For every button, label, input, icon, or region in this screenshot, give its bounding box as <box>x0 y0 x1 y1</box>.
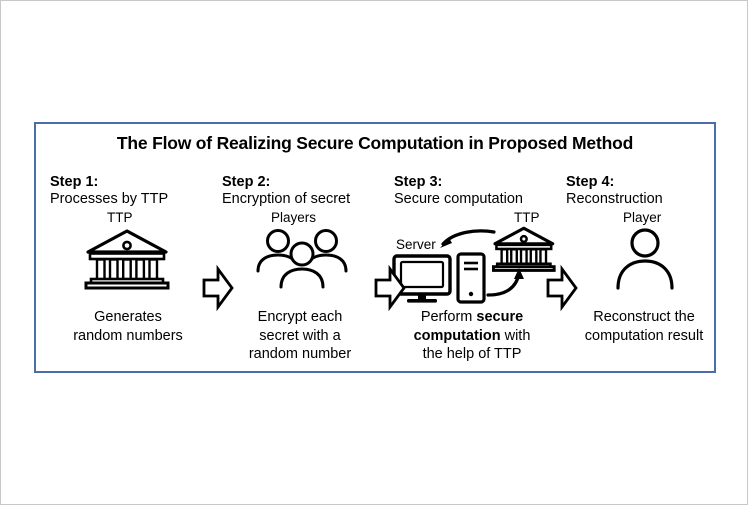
flow-diagram-box: The Flow of Realizing Secure Computation… <box>34 122 716 373</box>
page-title: The Flow of Realizing Secure Computation… <box>116 133 634 153</box>
step-3-icon-area: Server TTP <box>388 210 556 308</box>
step-3-caption: Perform secure computation with the help… <box>388 308 556 364</box>
step-4-caption-line-1: Reconstruct the <box>593 309 695 326</box>
step-4-subtitle: Reconstruction <box>566 191 663 208</box>
step-4-caption: Reconstruct the computation result <box>560 308 728 345</box>
step-3-caption-suffix: the help of TTP <box>422 346 522 363</box>
step-2-icon-area: Players <box>216 210 384 308</box>
step-2-heading: Step 2: <box>222 174 271 190</box>
step-2-caption-line-1: Encrypt each <box>257 309 343 326</box>
step-column-2: Step 2: Encryption of secret Players <box>216 174 384 364</box>
block-arrow-step2-to-step3 <box>374 264 406 312</box>
step-2-subtitle: Encryption of secret <box>222 191 351 208</box>
step-3-subtitle: Secure computation <box>394 191 523 208</box>
step-3-caption-bold-first: secure <box>476 309 524 326</box>
step-2-caption: Encrypt each secret with a random number <box>216 308 384 364</box>
ttp-label-step3: TTP <box>514 210 540 226</box>
step-column-1: Step 1: Processes by TTP TTP <box>44 174 212 345</box>
curved-arrow-server-to-ttp <box>486 268 524 297</box>
step-3-caption-with: with <box>500 327 531 344</box>
step-1-subtitle: Processes by TTP <box>50 191 169 208</box>
step-2-caption-line-2: secret with a <box>259 327 341 344</box>
step-4-icon-area: Player <box>560 210 728 308</box>
curved-arrow-ttp-to-server <box>440 229 496 249</box>
step-1-icon-area: TTP <box>44 210 212 308</box>
step-3-caption-bold-second: computation <box>413 327 501 344</box>
step-1-heading: Step 1: <box>50 174 99 190</box>
block-arrow-step1-to-step2 <box>202 264 234 312</box>
step-1-caption-line-1: Generates <box>94 309 162 326</box>
step-3-heading: Step 3: <box>394 174 443 190</box>
step-column-3: Step 3: Secure computation Server TTP <box>388 174 556 364</box>
step-4-caption-line-2: computation result <box>584 327 704 344</box>
step-1-caption: Generates random numbers <box>44 308 212 345</box>
step-3-caption-line-3: the help of TTP <box>388 345 556 364</box>
step-column-4: Step 4: Reconstruction Player Reconstruc… <box>560 174 728 345</box>
player-label: Player <box>623 210 662 226</box>
step-1-caption-line-2: random numbers <box>73 327 183 344</box>
server-label: Server <box>396 237 436 253</box>
block-arrow-step3-to-step4 <box>546 264 578 312</box>
players-label: Players <box>271 210 317 226</box>
step-4-heading: Step 4: <box>566 174 615 190</box>
ttp-label-step1: TTP <box>107 210 133 226</box>
step-2-caption-line-3: random number <box>248 346 352 363</box>
step-3-caption-prefix: Perform <box>420 309 477 326</box>
step-3-caption-line-2: computation with <box>388 327 556 346</box>
step-3-caption-line-1: Perform secure <box>388 308 556 327</box>
